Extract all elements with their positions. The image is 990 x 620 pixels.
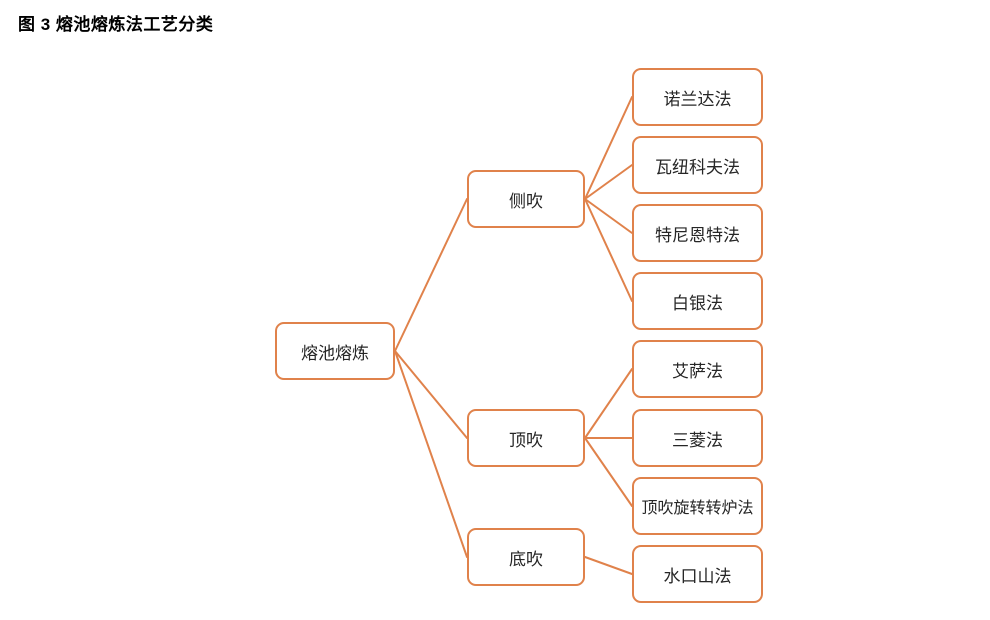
node-bath-smelting: 熔池熔炼 — [275, 322, 395, 380]
node-baiyin: 白银法 — [632, 272, 763, 330]
node-side-blown-label: 侧吹 — [509, 191, 543, 211]
edge-root-top-blown — [394, 350, 468, 439]
node-side-blown: 侧吹 — [467, 170, 585, 228]
node-noranda: 诺兰达法 — [632, 68, 763, 126]
node-bath-smelting-label: 熔池熔炼 — [301, 343, 369, 363]
node-bottom-blown-label: 底吹 — [509, 549, 543, 569]
node-bottom-blown: 底吹 — [467, 528, 585, 586]
node-isa: 艾萨法 — [632, 340, 763, 398]
edge-root-side-blown — [394, 198, 468, 352]
node-shuikoushan-label: 水口山法 — [663, 566, 732, 586]
edge-bottom-shuikoushan — [584, 556, 633, 575]
node-noranda-label: 诺兰达法 — [663, 89, 732, 109]
node-vanyukov-label: 瓦纽科夫法 — [655, 157, 740, 177]
figure-title: 图 3 熔池熔炼法工艺分类 — [18, 15, 214, 34]
node-tbrc: 顶吹旋转转炉法 — [632, 477, 763, 535]
node-top-blown: 顶吹 — [467, 409, 585, 467]
node-mitsubishi: 三菱法 — [632, 409, 763, 467]
node-teniente: 特尼恩特法 — [632, 204, 763, 262]
node-mitsubishi-label: 三菱法 — [672, 430, 723, 450]
edge-root-bottom-blown — [394, 350, 468, 558]
edge-side-vanyukov — [584, 164, 633, 200]
node-vanyukov: 瓦纽科夫法 — [632, 136, 763, 194]
edge-top-isa — [584, 368, 633, 439]
edge-side-teniente — [584, 198, 633, 234]
node-isa-label: 艾萨法 — [672, 361, 723, 381]
edge-side-baiyin — [584, 198, 633, 302]
edge-top-tbrc — [584, 437, 633, 507]
node-teniente-label: 特尼恩特法 — [655, 225, 740, 245]
edge-side-noranda — [584, 96, 633, 200]
node-shuikoushan: 水口山法 — [632, 545, 763, 603]
node-tbrc-label: 顶吹旋转转炉法 — [641, 500, 754, 517]
node-top-blown-label: 顶吹 — [509, 430, 543, 450]
node-baiyin-label: 白银法 — [672, 293, 723, 313]
